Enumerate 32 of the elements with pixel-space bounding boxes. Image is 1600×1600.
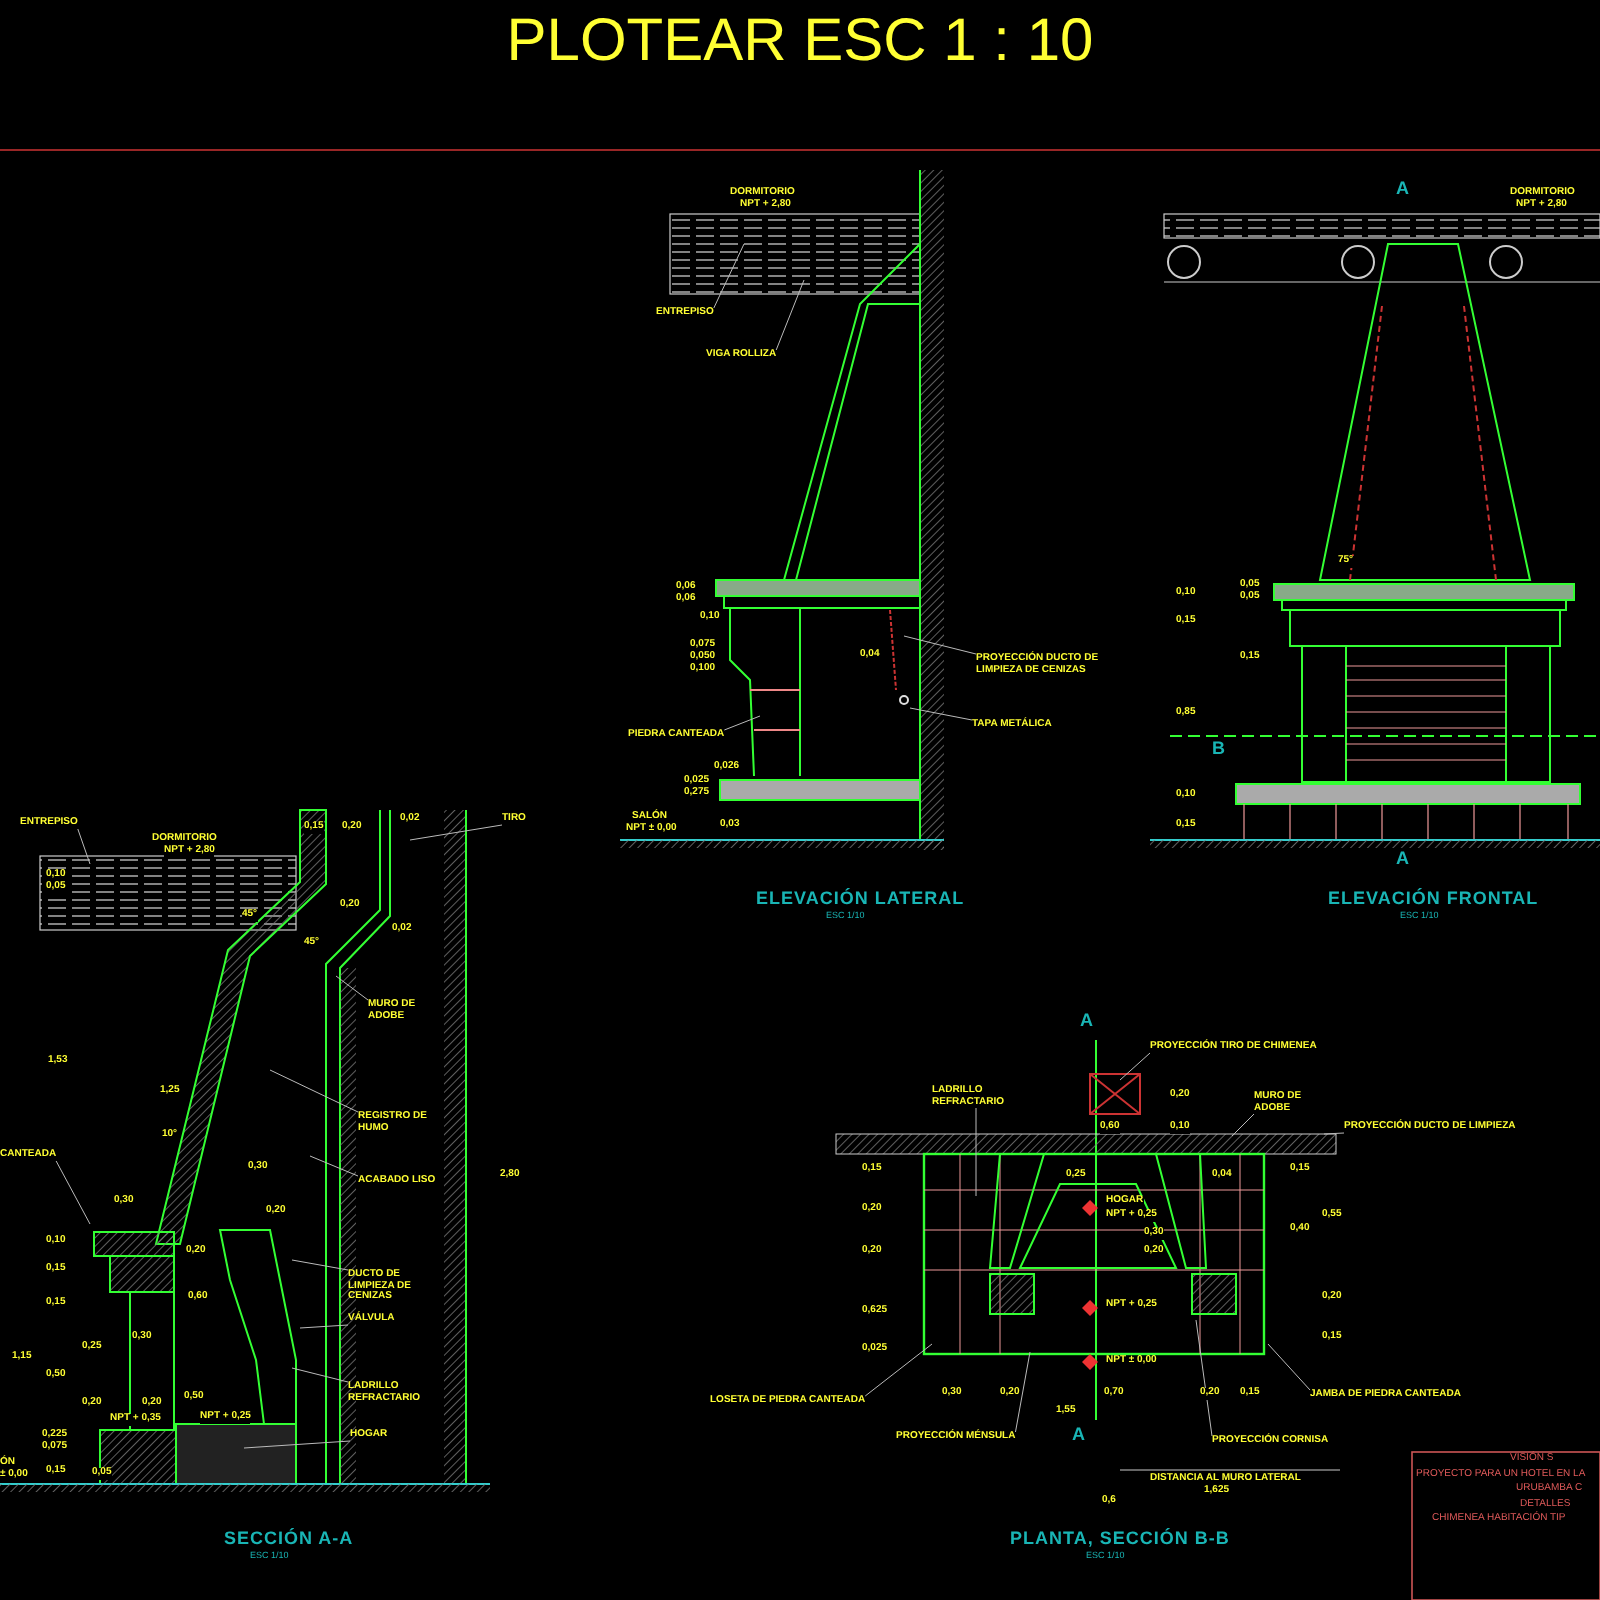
section-mark: A xyxy=(1396,180,1409,200)
leader-line xyxy=(269,1069,359,1113)
leader-line xyxy=(409,824,503,841)
view-title: PLANTA, SECCIÓN B-B xyxy=(1010,1530,1230,1550)
section-mark: B xyxy=(1212,740,1225,760)
leader-line xyxy=(243,1440,351,1449)
leader-line xyxy=(903,635,977,655)
leader-line xyxy=(335,975,369,1001)
leader-line xyxy=(909,707,973,721)
leader-line xyxy=(1323,1132,1345,1135)
leader-line xyxy=(299,1324,349,1329)
section-mark: A xyxy=(1072,1426,1085,1446)
leader-line xyxy=(723,715,761,731)
leader-line xyxy=(1231,1113,1255,1137)
section-mark: A xyxy=(1080,1012,1093,1032)
view-title: ELEVACIÓN FRONTAL xyxy=(1328,890,1539,910)
leader-line xyxy=(55,1160,91,1225)
leader-line xyxy=(1119,1052,1151,1081)
leader-line xyxy=(864,1343,933,1397)
leader-line xyxy=(291,1367,349,1383)
leader-line xyxy=(775,279,805,351)
leader-line xyxy=(291,1259,349,1271)
section-mark: A xyxy=(1396,850,1409,870)
leader-line xyxy=(1267,1343,1311,1391)
view-title: ELEVACIÓN LATERAL xyxy=(756,890,965,910)
view-title: SECCIÓN A-A xyxy=(224,1530,354,1550)
leader-line xyxy=(1014,1351,1031,1433)
leader-line xyxy=(1195,1319,1213,1437)
leader-line xyxy=(309,1155,359,1177)
leader-line xyxy=(713,243,745,309)
leader-line xyxy=(77,828,91,865)
drawing-title: PLOTEAR ESC 1 : 10 xyxy=(506,8,1094,74)
